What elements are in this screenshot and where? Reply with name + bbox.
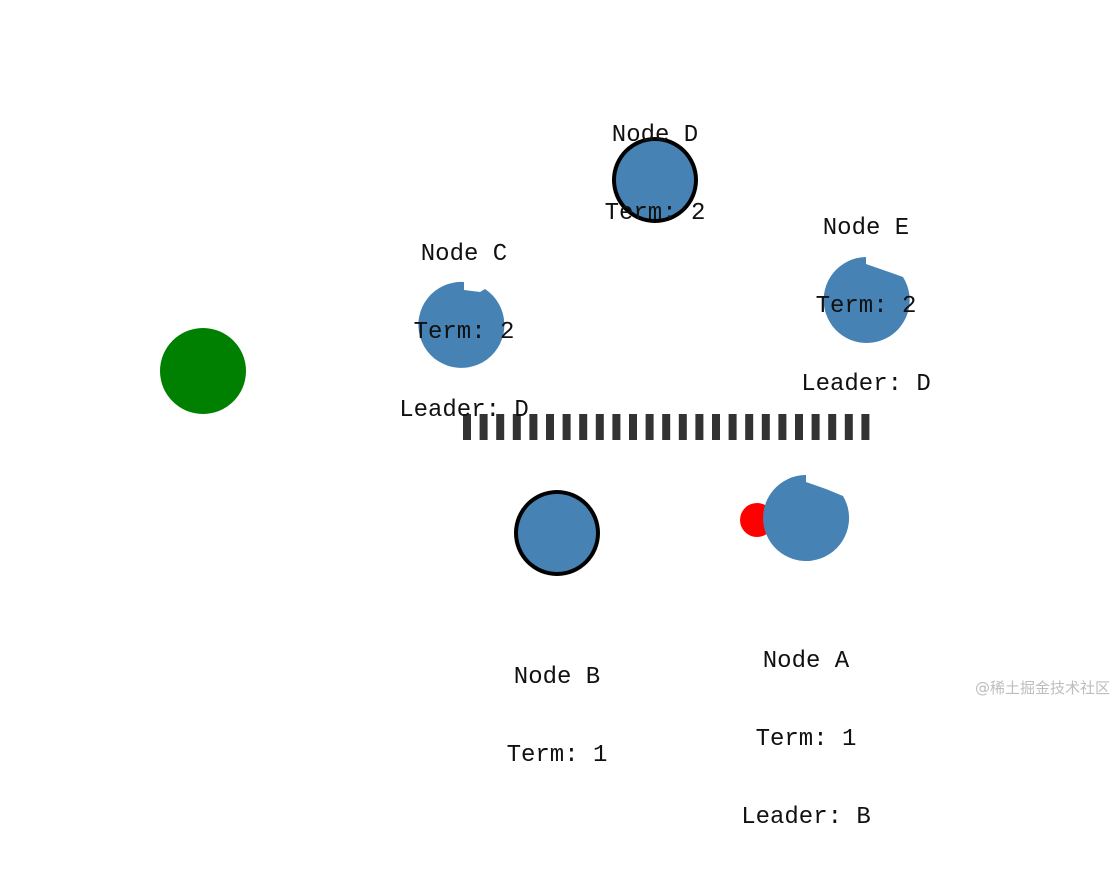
partition-segment <box>795 414 803 440</box>
raft-cluster-diagram <box>160 137 910 576</box>
node-b-label: Node B Term: 1 <box>507 613 608 821</box>
partition-segment <box>761 414 770 440</box>
partition-segment <box>861 414 870 440</box>
node-a-label: Node A Term: 1 Leader: B <box>741 597 871 883</box>
partition-segment <box>496 414 505 440</box>
partition-segment <box>579 414 588 440</box>
node-a-circle <box>763 475 850 561</box>
node-e-circle <box>823 257 910 343</box>
node-e[interactable] <box>823 257 910 343</box>
node-b-circle <box>518 494 596 572</box>
partition-segment <box>712 414 720 440</box>
node-e-term: Term: 2 <box>815 293 917 320</box>
partition-segment <box>612 414 621 440</box>
node-a-leader: Leader: B <box>741 804 871 831</box>
node-d-name: Node D <box>611 122 699 149</box>
node-c-circle <box>418 281 505 368</box>
node-a[interactable] <box>763 475 850 561</box>
diagram-stage: Node D Term: 2 Node C Term: 2 Leader: D … <box>160 71 1110 831</box>
node-d-circle <box>616 141 694 219</box>
node-c-label: Node C Term: 2 Leader: D <box>399 190 529 476</box>
node-b[interactable] <box>514 490 600 576</box>
node-a-name: Node A <box>762 648 850 675</box>
node-b-term: Term: 1 <box>506 742 608 769</box>
node-d-term: Term: 2 <box>604 200 706 227</box>
client-node[interactable] <box>160 328 246 414</box>
node-a-term: Term: 1 <box>755 726 857 753</box>
partition-segment <box>479 414 488 440</box>
partition-segment <box>562 414 571 440</box>
node-c-term: Term: 2 <box>413 319 515 346</box>
partition-segment <box>629 414 637 440</box>
node-e-leader: Leader: D <box>801 371 931 398</box>
node-c[interactable] <box>418 281 505 368</box>
node-c-name: Node C <box>420 241 508 268</box>
partition-segment <box>463 414 471 440</box>
partition-segment <box>778 414 787 440</box>
node-e-name: Node E <box>822 215 910 242</box>
partition-segment <box>595 414 604 440</box>
partition-segment <box>695 414 704 440</box>
node-e-label: Node E Term: 2 Leader: D <box>801 164 931 450</box>
partition-segment <box>745 414 754 440</box>
node-d[interactable] <box>612 137 698 223</box>
partition-segment <box>728 414 737 440</box>
node-d-label: Node D Term: 2 <box>605 71 706 279</box>
partition-segment <box>529 414 538 440</box>
partition-segment <box>512 414 521 440</box>
partition-segment <box>678 414 687 440</box>
partition-segment <box>811 414 820 440</box>
node-b-name: Node B <box>513 664 601 691</box>
partition-segment <box>645 414 654 440</box>
watermark-text: @稀土掘金技术社区 <box>974 679 1110 697</box>
partition-segment <box>546 414 554 440</box>
partition-segment <box>828 414 837 440</box>
partition-segment <box>844 414 853 440</box>
node-c-leader: Leader: D <box>399 397 529 424</box>
partition-segment <box>662 414 671 440</box>
network-partition <box>463 414 870 440</box>
